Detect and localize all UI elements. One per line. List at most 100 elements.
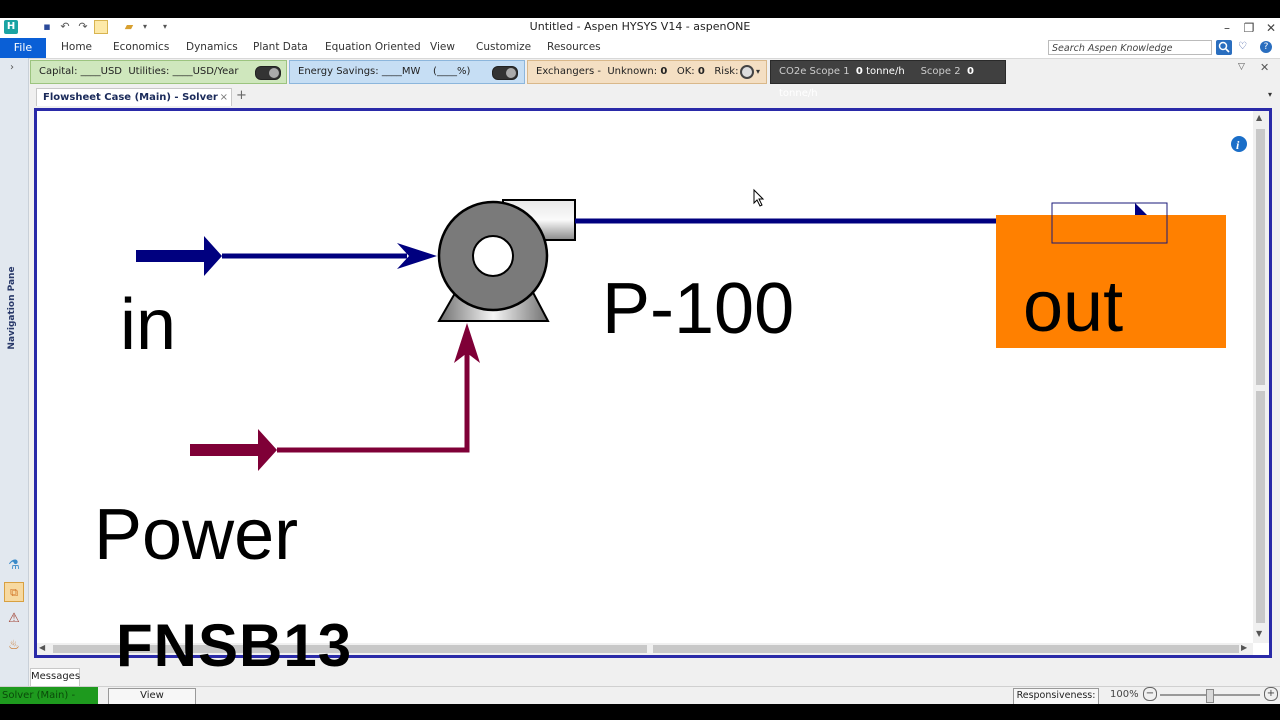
ok-label: OK:	[676, 66, 695, 77]
co2-scope2-value: 0	[966, 66, 974, 77]
co2-scope2-unit: tonne/h	[779, 88, 818, 99]
search-icon[interactable]	[1216, 40, 1232, 55]
open-folder-icon[interactable]: ▰	[124, 20, 134, 33]
navigation-pane: › Navigation Pane ⚗ ⧉ ⚠ ♨	[0, 58, 29, 686]
info-icon[interactable]: i	[1231, 136, 1247, 152]
energy-toggle[interactable]	[492, 66, 518, 80]
tab-menu-icon[interactable]: ▾	[1268, 90, 1273, 99]
scroll-right-icon[interactable]: ▶	[1241, 643, 1248, 652]
tab-plant-data[interactable]: Plant Data	[253, 41, 308, 53]
stream-in-arrow[interactable]	[136, 236, 437, 276]
save-icon[interactable]: ▪	[43, 20, 51, 33]
chevron-down-icon[interactable]: ▾	[756, 67, 761, 76]
tab-equation-oriented[interactable]: Equation Oriented	[325, 41, 421, 53]
stream-in-label[interactable]: in	[120, 285, 176, 365]
app-logo-icon: H	[4, 20, 18, 34]
horizontal-scroll-thumb-right[interactable]	[653, 645, 1239, 653]
zoom-slider-thumb[interactable]	[1206, 689, 1214, 703]
tab-customize[interactable]: Customize	[476, 41, 532, 53]
svg-text:i: i	[1236, 138, 1240, 152]
navigation-pane-label[interactable]: Navigation Pane	[7, 266, 17, 350]
properties-flask-icon[interactable]: ⚗	[8, 558, 20, 573]
tab-resources[interactable]: Resources	[547, 41, 601, 53]
capital-label: Capital:	[39, 66, 78, 77]
vertical-scroll-thumb[interactable]	[1256, 129, 1265, 385]
vertical-scroll-thumb-lower[interactable]	[1256, 391, 1265, 623]
utilities-label: Utilities:	[128, 66, 170, 77]
mouse-cursor-icon	[753, 188, 765, 207]
safety-analysis-icon[interactable]: ⚠	[8, 611, 20, 626]
exchangers-panel: Exchangers - Unknown: 0 OK: 0 Risk: 0 ▾	[527, 60, 767, 84]
view-convergence-button[interactable]: View Convergence	[108, 688, 196, 704]
stream-out-box[interactable]	[996, 215, 1226, 348]
add-tab-button[interactable]: +	[236, 88, 247, 103]
search-input[interactable]: Search Aspen Knowledge	[1048, 40, 1212, 55]
zoom-in-icon[interactable]: +	[1264, 687, 1278, 701]
restore-button[interactable]: ❐	[1243, 21, 1255, 35]
energy-savings-percent: (____%)	[433, 66, 471, 77]
scroll-down-icon[interactable]: ▼	[1256, 629, 1263, 638]
new-case-icon[interactable]	[94, 20, 108, 34]
stream-out-label[interactable]: out	[1023, 267, 1123, 347]
co2-scope2-label: Scope 2	[920, 66, 961, 77]
co2-emissions-panel: CO2e Scope 1 0 tonne/h Scope 2 0 tonne/h	[770, 60, 1006, 99]
economics-toggle[interactable]	[255, 66, 281, 80]
redo-icon[interactable]: ↷	[78, 20, 88, 33]
horizontal-scroll-thumb[interactable]	[53, 645, 647, 653]
scroll-left-icon[interactable]: ◀	[39, 643, 46, 652]
scroll-up-icon[interactable]: ▲	[1256, 113, 1263, 122]
energy-savings-panel: Energy Savings: ____MW (____%)	[289, 60, 525, 84]
tab-home[interactable]: Home	[61, 41, 93, 53]
close-button[interactable]: ✕	[1265, 21, 1277, 35]
zoom-out-icon[interactable]: −	[1143, 687, 1157, 701]
horizontal-scrollbar[interactable]: ◀ ▶	[37, 643, 1253, 655]
energy-savings-value: ____MW	[381, 66, 421, 77]
tab-flowsheet-case[interactable]: Flowsheet Case (Main) - Solver Active ×	[36, 88, 232, 120]
minimize-button[interactable]: –	[1224, 21, 1230, 35]
zoom-level: 100%	[1110, 689, 1139, 700]
pump-p100-icon[interactable]	[437, 199, 576, 322]
ribbon-tabs: File Home Economics Dynamics Plant Data …	[0, 38, 1280, 59]
pump-label[interactable]: P-100	[602, 269, 794, 349]
co2-scope1-unit: tonne/h	[866, 66, 905, 77]
customize-toolbar-icon[interactable]: ▾	[162, 22, 167, 31]
stream-power-label[interactable]: Power	[94, 495, 298, 575]
status-bar	[0, 686, 1280, 704]
title-bar: H ▪ ↶ ↷ ▰ ▾ ▾ Untitled - Aspen HYSYS V14…	[0, 18, 1280, 38]
close-panel-icon[interactable]: ✕	[1260, 61, 1270, 74]
energy-analysis-icon[interactable]: ♨	[8, 638, 20, 653]
collapse-ribbon-icon[interactable]: ▽	[1238, 62, 1245, 72]
capital-utilities-panel: Capital: ____USD Utilities: ____USD/Year	[30, 60, 287, 84]
undo-icon[interactable]: ↶	[60, 20, 70, 33]
solver-status: Solver (Main) - Ready	[0, 687, 98, 704]
chevron-down-icon[interactable]: ▾	[142, 22, 147, 31]
utilities-value: ____USD/Year	[172, 66, 239, 77]
expand-nav-icon[interactable]: ›	[10, 62, 14, 73]
risk-label: Risk:	[714, 66, 739, 77]
tab-view[interactable]: View	[430, 41, 455, 53]
responsiveness-button[interactable]: Responsiveness: 5	[1013, 688, 1099, 704]
ok-value: 0	[697, 66, 705, 77]
flowsheet-canvas[interactable]: in P-100 out Power i	[37, 111, 1253, 643]
stream-out-selection	[1051, 202, 1168, 244]
energy-savings-label: Energy Savings:	[298, 66, 379, 77]
capital-value: ____USD	[80, 66, 122, 77]
favorite-icon[interactable]: ♡	[1238, 41, 1247, 52]
vertical-scrollbar[interactable]: ▲ ▼	[1253, 111, 1269, 643]
exchanger-settings-icon[interactable]	[740, 65, 754, 79]
help-icon[interactable]: ?	[1260, 41, 1272, 53]
window-title: Untitled - Aspen HYSYS V14 - aspenONE	[529, 20, 751, 33]
tab-messages[interactable]: Messages	[30, 668, 80, 687]
co2-scope1-value: 0	[855, 66, 863, 77]
tab-economics[interactable]: Economics	[113, 41, 170, 53]
close-tab-icon[interactable]: ×	[219, 92, 228, 103]
unknown-label: Unknown:	[607, 66, 658, 77]
watermark-text: FNSB13	[116, 612, 353, 679]
stream-power-arrow[interactable]	[190, 323, 480, 471]
hysys-window: H ▪ ↶ ↷ ▰ ▾ ▾ Untitled - Aspen HYSYS V14…	[0, 18, 1280, 704]
unknown-value: 0	[660, 66, 668, 77]
co2-scope1-label: CO2e Scope 1	[779, 66, 850, 77]
simulation-icon[interactable]: ⧉	[4, 582, 24, 602]
tab-file[interactable]: File	[0, 38, 46, 58]
tab-dynamics[interactable]: Dynamics	[186, 41, 238, 53]
